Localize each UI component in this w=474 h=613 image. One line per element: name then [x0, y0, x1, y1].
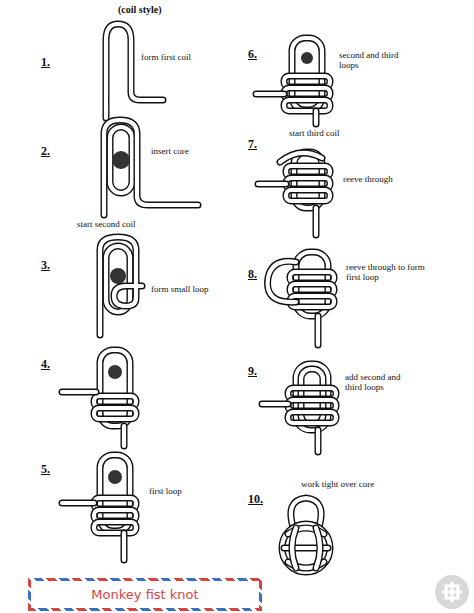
- step-number: 4.: [40, 358, 51, 372]
- rope-core-line: [122, 426, 126, 446]
- step-number: 1.: [40, 56, 51, 70]
- rope-core-line: [316, 430, 320, 452]
- rope: [94, 522, 136, 533]
- step-caption: form small loop: [150, 284, 210, 294]
- rope-core-line: [106, 24, 163, 118]
- step-caption: insert core: [150, 146, 190, 156]
- rope-core-line: [280, 153, 322, 162]
- rope: [110, 127, 132, 193]
- step-number: 8.: [247, 268, 258, 282]
- rope: [292, 528, 296, 568]
- core-ball: [108, 470, 122, 484]
- rope: [286, 190, 330, 201]
- rope-core-line: [94, 522, 136, 533]
- rope: [62, 500, 94, 507]
- step-10-figure: [282, 498, 330, 572]
- rope: [258, 181, 286, 188]
- subtitle: (coil style): [117, 4, 163, 16]
- title-banner: Monkey fist knot: [28, 578, 262, 611]
- rope-core-line: [100, 237, 142, 335]
- rope: [262, 401, 288, 408]
- step-3-figure: [100, 237, 142, 335]
- rope-core-line: [286, 190, 330, 201]
- rope-core-line: [122, 533, 126, 560]
- corner-icon: [435, 575, 469, 609]
- step-number: 5.: [40, 463, 51, 477]
- banner-text: Monkey fist knot: [31, 587, 259, 602]
- rope: [313, 208, 320, 235]
- rope-core-line: [256, 92, 284, 96]
- rope: [313, 111, 320, 124]
- rope-core-line: [258, 182, 286, 186]
- icon-circle: [435, 575, 469, 609]
- step-caption: start second coil: [76, 219, 136, 229]
- rope-core-line: [284, 100, 330, 111]
- step-9-figure: [262, 364, 336, 452]
- rope: [106, 24, 163, 118]
- step-caption: second and third loops: [338, 50, 402, 71]
- step-number: 10.: [247, 493, 264, 507]
- step-6-figure: [256, 38, 330, 124]
- rope: [282, 524, 330, 572]
- rope-core-line: [62, 390, 96, 394]
- rope-core-line: [316, 316, 320, 345]
- step-number: 2.: [40, 145, 51, 159]
- core-ball: [112, 151, 130, 169]
- step-caption: start third coil: [288, 128, 341, 138]
- rope: [315, 430, 322, 452]
- rope-core-line: [314, 111, 318, 124]
- step-1-figure: [106, 24, 163, 118]
- rope-core-line: [314, 208, 318, 235]
- rope-core-line: [292, 528, 296, 568]
- rope-core-line: [288, 412, 336, 423]
- step-8-figure: [268, 252, 334, 345]
- step-5-figure: [62, 455, 136, 560]
- rope: [268, 261, 296, 302]
- step-caption: reeve through: [342, 174, 394, 184]
- rope-core-line: [262, 402, 288, 406]
- rope: [121, 426, 128, 446]
- rope: [280, 153, 322, 162]
- core-ball: [301, 52, 313, 64]
- core-ball: [108, 365, 122, 379]
- rope: [284, 100, 330, 111]
- step-caption: add second and third loops: [344, 372, 418, 393]
- step-number: 3.: [40, 259, 51, 273]
- step-4-figure: [62, 350, 136, 446]
- step-caption: work tight over core: [300, 479, 375, 489]
- rope: [100, 237, 142, 335]
- rope: [94, 408, 136, 419]
- rope: [104, 120, 198, 215]
- rope: [121, 533, 128, 560]
- rope-core-line: [268, 261, 296, 302]
- step-caption: form first coil: [140, 52, 192, 62]
- rope-core-line: [282, 524, 330, 572]
- rope-core-line: [104, 120, 198, 215]
- rope: [288, 412, 336, 423]
- step-number: 9.: [247, 365, 258, 379]
- step-2-figure: [104, 120, 198, 215]
- rope-core-line: [316, 528, 320, 568]
- rope-core-line: [94, 408, 136, 419]
- core-ball: [110, 268, 126, 284]
- rope: [315, 316, 322, 345]
- step-caption: reeve through to form first loop: [345, 262, 429, 283]
- rope-core-line: [100, 350, 130, 426]
- step-7-figure: [258, 152, 330, 235]
- step-number: 6.: [247, 48, 258, 62]
- rope: [256, 91, 284, 98]
- rope: [316, 528, 320, 568]
- rope: [100, 350, 130, 426]
- step-number: 7.: [247, 138, 258, 152]
- rope-core-line: [110, 127, 132, 193]
- rope-core-line: [62, 501, 94, 505]
- icon-symbol: [442, 582, 462, 602]
- step-caption: first loop: [148, 486, 183, 496]
- rope: [62, 389, 96, 396]
